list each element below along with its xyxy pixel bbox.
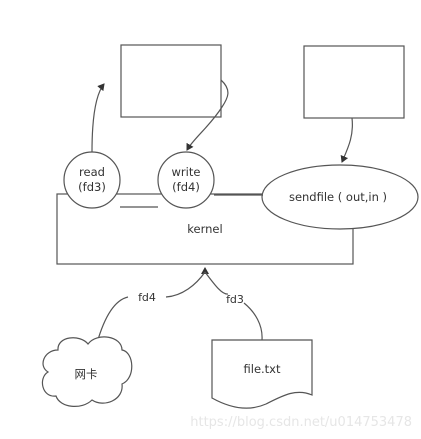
watermark-text: https://blog.csdn.net/u014753478 bbox=[190, 415, 412, 430]
read-fd-label: (fd3) bbox=[78, 180, 106, 194]
nic-cloud bbox=[41, 336, 133, 407]
nic-label: 网卡 bbox=[75, 367, 98, 381]
sendfile-node bbox=[261, 164, 419, 230]
fd3-link-lower bbox=[243, 302, 263, 341]
fd3-link-upper bbox=[204, 271, 229, 295]
file-label: file.txt bbox=[244, 362, 281, 376]
fd3-label: fd3 bbox=[226, 293, 244, 306]
write-label: write bbox=[172, 165, 201, 179]
user-buffer-left bbox=[120, 44, 222, 118]
fd4-label: fd4 bbox=[138, 291, 156, 304]
fd4-link-upper bbox=[165, 271, 206, 298]
write-node bbox=[157, 151, 215, 209]
sendfile-label: sendfile ( out,in ) bbox=[289, 190, 387, 204]
write-fd-label: (fd4) bbox=[172, 180, 200, 194]
file-document bbox=[211, 339, 313, 409]
write-arrow bbox=[186, 79, 229, 151]
fd4-link-lower bbox=[96, 296, 129, 344]
read-arrow bbox=[91, 83, 105, 153]
read-label: read bbox=[79, 165, 105, 179]
kernel-label: kernel bbox=[187, 222, 222, 236]
user-buffer-right bbox=[303, 45, 405, 119]
sendfile-arrow bbox=[340, 117, 353, 163]
